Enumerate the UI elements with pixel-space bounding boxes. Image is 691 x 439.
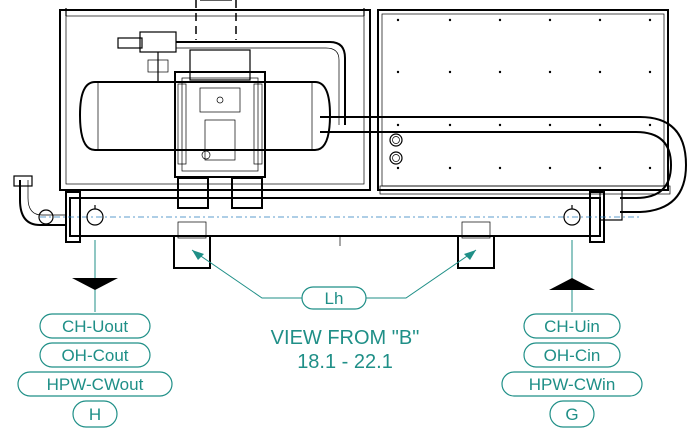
left-cabinet [59,8,371,191]
label-ch-uout: CH-Uout [62,317,128,336]
label-oh-cout: OH-Cout [61,346,128,365]
left-label-stack: CH-Uout OH-Cout HPW-CWout H [17,313,173,428]
flow-arrows [72,240,595,312]
right-cabinet [377,9,671,195]
label-hpw-cwout: HPW-CWout [47,375,144,394]
label-h: H [89,405,101,424]
label-hpw-cwin: HPW-CWin [529,375,616,394]
label-oh-cin: OH-Cin [544,346,601,365]
section-marks [195,0,237,40]
manifold [13,175,640,269]
lh-text: Lh [325,289,344,308]
view-caption: VIEW FROM "B" 18.1 - 22.1 [271,327,420,373]
right-label-stack: CH-Uin OH-Cin HPW-CWin G [501,313,643,428]
view-range: 18.1 - 22.1 [297,351,393,373]
label-ch-uin: CH-Uin [544,317,600,336]
compressor-unit [78,31,346,209]
return-pipe [320,116,688,221]
lh-leaders [191,249,477,299]
label-g: G [565,405,578,424]
view-title: VIEW FROM "B" [271,327,420,349]
lh-label: Lh [301,286,367,310]
